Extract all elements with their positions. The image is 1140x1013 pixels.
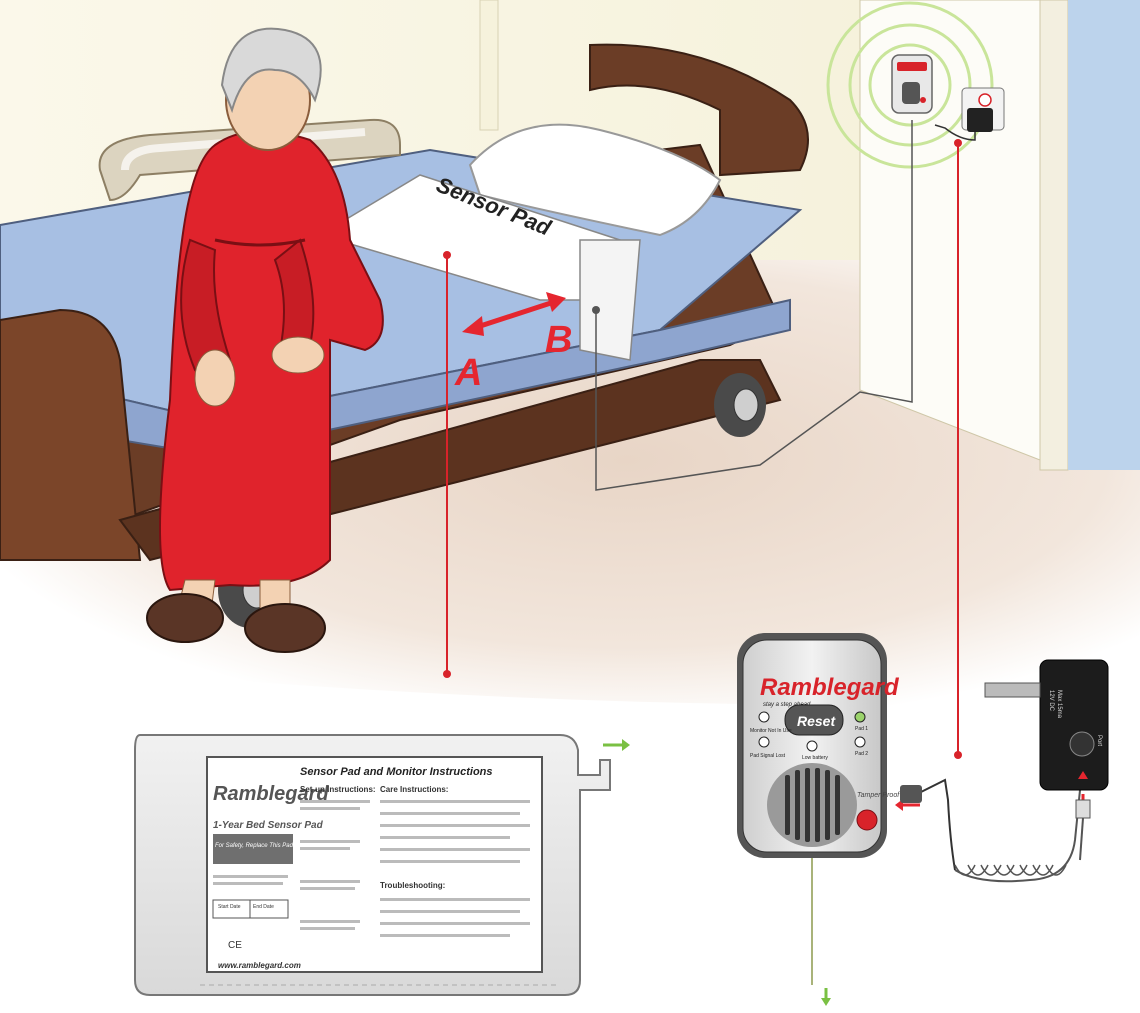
- coiled-cable: [900, 780, 1080, 881]
- monitor-not-in-use-label: Monitor Not In Use: [750, 728, 792, 734]
- adapter-label-1: Max 15ma: [1056, 690, 1062, 719]
- reset-button[interactable]: Reset: [797, 713, 836, 729]
- website-label: www.ramblegard.com: [218, 961, 301, 970]
- instruction-pad: Sensor Pad and Monitor Instructions Ramb…: [135, 735, 630, 995]
- adapter-label-2: 12V DC: [1048, 690, 1054, 712]
- low-battery-label: Low battery: [802, 755, 828, 761]
- monitor-device: Ramblegard stay a step ahead Reset Monit…: [737, 633, 920, 1006]
- monitor-brand: Ramblegard: [760, 674, 900, 701]
- pad1-label: Pad 1: [855, 726, 868, 732]
- pad-sheet-title: Sensor Pad and Monitor Instructions: [300, 766, 493, 778]
- adapter-port-label: Port: [1096, 735, 1102, 746]
- arrow-label-a: A: [454, 352, 482, 394]
- pad-signal-lost-label: Pad Signal Lost: [750, 753, 786, 759]
- start-date-label: Start Date: [218, 904, 241, 910]
- tamper-proof-label: Tamper Proof: [857, 792, 900, 799]
- arrow-label-b: B: [545, 319, 572, 361]
- wall-monitor: [892, 55, 932, 113]
- care-heading: Care Instructions:: [380, 785, 448, 794]
- end-date-label: End Date: [253, 904, 274, 910]
- ce-mark: CE: [228, 940, 242, 951]
- adapter-device: Max 15ma 12V DC Port: [985, 660, 1108, 860]
- setup-heading: Set-up Instructions:: [300, 785, 376, 794]
- pad2-label: Pad 2: [855, 751, 868, 757]
- troubleshooting-heading: Troubleshooting:: [380, 881, 445, 890]
- pad-sheet-subtitle: 1-Year Bed Sensor Pad: [213, 820, 324, 831]
- tamper-button[interactable]: [857, 810, 877, 830]
